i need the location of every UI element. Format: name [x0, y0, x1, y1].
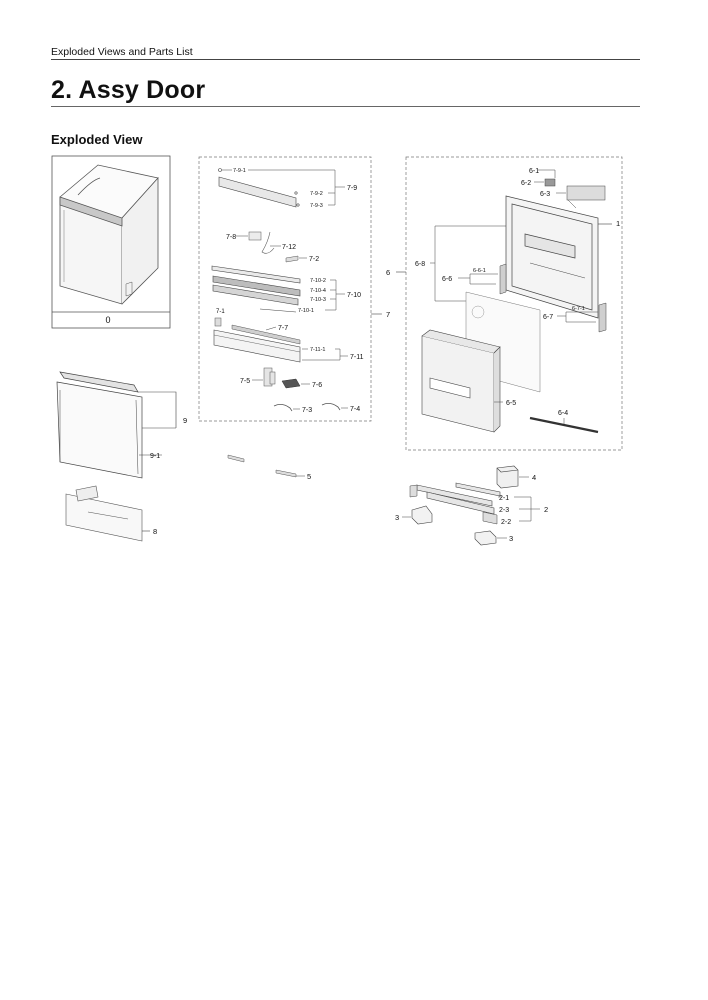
part-label-7-3: 7-3 [302, 407, 312, 414]
part-label-8: 8 [153, 527, 157, 536]
part-label-3a: 3 [395, 513, 399, 522]
part-label-6-7-1: 6-7-1 [572, 306, 585, 312]
part-label-7-11-1: 7-11-1 [310, 347, 326, 353]
part-label-7-6: 7-6 [312, 382, 322, 389]
part-label-7-9-1: 7-9-1 [233, 168, 246, 174]
part-label-7-10-4: 7-10-4 [310, 288, 326, 294]
insulation-6-5 [421, 329, 501, 433]
part-label-6-3: 6-3 [540, 191, 550, 198]
part-label-7-9-3: 7-9-3 [310, 203, 323, 209]
part-label-0: 0 [105, 315, 110, 325]
part-label-7-10-3: 7-10-3 [310, 297, 326, 303]
part-label-6-6-1: 6-6-1 [473, 268, 486, 274]
part-label-2-1: 2-1 [499, 495, 509, 502]
part-label-2: 2 [544, 505, 548, 514]
part-label-4: 4 [532, 473, 536, 482]
assembly-6-box [405, 156, 623, 451]
gasket-6-4 [529, 416, 599, 434]
block-4 [496, 465, 519, 489]
frame-7-11 [213, 329, 301, 363]
part-label-7-2: 7-2 [309, 256, 319, 263]
part-label-6-2: 6-2 [521, 180, 531, 187]
part-label-6: 6 [386, 268, 390, 277]
part-7-7 [231, 324, 301, 345]
part-label-3b: 3 [509, 534, 513, 543]
part-7-3 [273, 404, 293, 412]
running-header: Exploded Views and Parts List [51, 46, 193, 58]
part-6-6 [499, 263, 507, 295]
part-6-7 [598, 302, 607, 333]
door-panel-9 [56, 371, 143, 479]
kick-plate-8 [65, 485, 143, 542]
part-7-8 [248, 231, 262, 241]
weight-3a [411, 505, 433, 525]
part-label-7-7: 7-7 [278, 325, 288, 332]
part-label-9: 9 [183, 416, 187, 425]
overview-box [51, 155, 171, 329]
part-label-7-10-1: 7-10-1 [298, 308, 314, 314]
control-panel-7-10 [211, 265, 301, 313]
part-label-2-3: 2-3 [499, 507, 509, 514]
part-label-6-6: 6-6 [442, 276, 452, 283]
part-label-7: 7 [386, 310, 390, 319]
inner-door-1 [505, 195, 599, 319]
handle-7-9 [218, 168, 300, 208]
title-rule [51, 106, 640, 107]
part-5b [275, 469, 297, 478]
part-label-7-5: 7-5 [240, 378, 250, 385]
part-label-6-7: 6-7 [543, 314, 553, 321]
part-7-1 [214, 317, 222, 327]
part-5a [227, 454, 245, 463]
part-7-5 [263, 367, 276, 387]
part-label-6-4: 6-4 [558, 410, 568, 417]
part-label-7-9-2: 7-9-2 [310, 191, 323, 197]
subsection-title: Exploded View [51, 132, 143, 147]
part-2-2 [482, 511, 498, 525]
part-label-9-1: 9-1 [150, 453, 160, 460]
part-6-1 [544, 178, 556, 187]
part-label-5: 5 [307, 472, 311, 481]
part-label-6-8: 6-8 [415, 261, 425, 268]
section-title: 2. Assy Door [51, 76, 206, 104]
part-label-7-11: 7-11 [350, 354, 364, 361]
wire-7-12 [261, 231, 275, 254]
part-label-1: 1 [616, 219, 620, 228]
part-label-2-2: 2-2 [501, 519, 511, 526]
part-label-6-1: 6-1 [529, 168, 539, 175]
part-label-7-12: 7-12 [282, 244, 296, 251]
part-7-6 [281, 378, 301, 389]
part-label-7-10-2: 7-10-2 [310, 278, 326, 284]
part-label-7-1: 7-1 [216, 309, 225, 315]
part-7-4 [321, 403, 341, 411]
part-label-7-9: 7-9 [347, 185, 357, 192]
part-label-7-4: 7-4 [350, 406, 360, 413]
part-label-7-10: 7-10 [347, 292, 361, 299]
weight-3b [474, 530, 497, 546]
assembly-7-box [198, 156, 372, 422]
rail-2-1 [416, 482, 501, 515]
part-7-2 [285, 255, 299, 263]
part-label-7-8: 7-8 [226, 234, 236, 241]
part-6-3 [566, 185, 606, 201]
part-label-6-5: 6-5 [506, 400, 516, 407]
header-rule [51, 59, 640, 60]
